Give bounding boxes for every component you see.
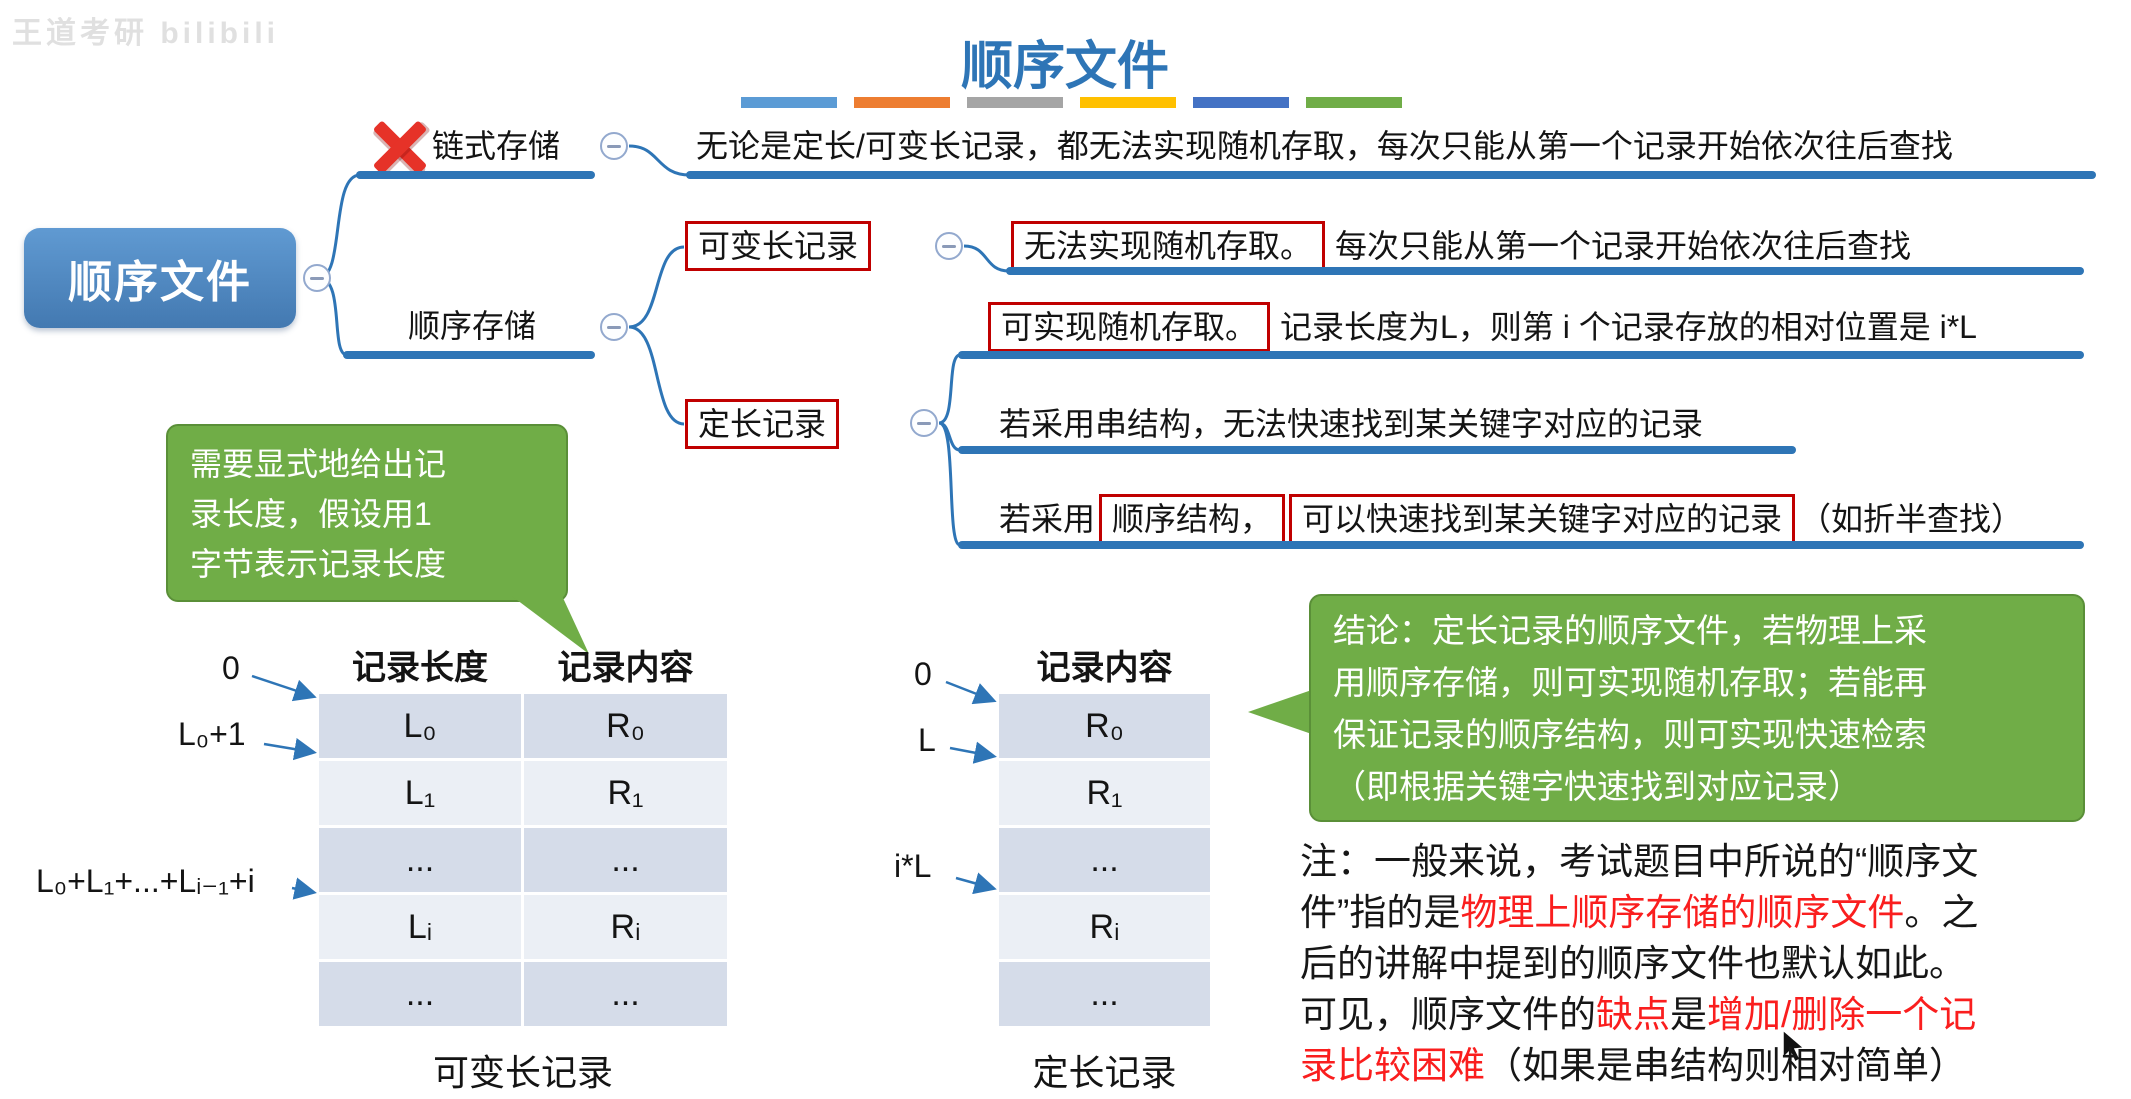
collapse-toggle-root[interactable]	[303, 264, 331, 292]
branch-line	[686, 171, 2096, 179]
node-sequential-storage[interactable]: 顺序存储	[408, 308, 537, 344]
highlight-random-access-ok: 可实现随机存取。	[988, 302, 1271, 352]
collapse-toggle-sequential[interactable]	[600, 313, 628, 341]
table-cell: ...	[524, 962, 727, 1026]
branch-line	[343, 351, 595, 359]
table-cell: ...	[319, 962, 521, 1026]
variable-length-table: L₀ R₀ L₁ R₁ ... ... Lᵢ Rᵢ ... ...	[319, 694, 727, 1026]
table-cell: R₀	[999, 694, 1210, 758]
fixed-random-access-line: 可实现随机存取。 记录长度为L，则第 i 个记录存放的相对位置是 i*L	[988, 302, 1977, 352]
fixed-seq-prefix: 若采用	[999, 501, 1096, 537]
table-fixed-caption: 定长记录	[1032, 1052, 1177, 1093]
table-cell: R₁	[524, 761, 727, 825]
table-cell: L₁	[319, 761, 521, 825]
offset-label: L	[918, 722, 936, 758]
legend-segment	[1193, 97, 1289, 108]
legend-segment	[1306, 97, 1402, 108]
callout-record-length-note: 需要显式地给出记 录长度，假设用1 字节表示记录长度	[166, 424, 568, 602]
legend-segment	[741, 97, 837, 108]
table-cell: ...	[319, 828, 521, 892]
fixed-seq-structure-line: 若采用 顺序结构， 可以快速找到某关键字对应的记录 （如折半查找）	[999, 494, 2023, 544]
note-line: 可见，顺序文件的缺点是增加/删除一个记	[1300, 994, 1977, 1035]
table-cell: ...	[999, 828, 1210, 892]
rejected-x-icon	[371, 118, 429, 176]
fixed-length-table: R₀ R₁ ... Rᵢ ...	[999, 694, 1210, 1026]
table-var-header-content: 记录内容	[557, 649, 694, 687]
table-cell: L₀	[319, 694, 521, 758]
branch-line	[356, 171, 595, 179]
callout-tail	[1248, 688, 1316, 736]
highlight-fast-search: 可以快速找到某关键字对应的记录	[1289, 494, 1796, 544]
callout-conclusion: 结论：定长记录的顺序文件，若物理上采 用顺序存储，则可实现随机存取；若能再 保证…	[1309, 594, 2085, 822]
legend-segment	[1080, 97, 1176, 108]
node-fixed-length-record[interactable]: 定长记录	[685, 399, 840, 449]
title-underline-bar	[741, 97, 1402, 108]
node-chain-storage[interactable]: 链式存储	[432, 128, 561, 164]
collapse-toggle-fixed[interactable]	[910, 409, 938, 437]
note-line: 注：一般来说，考试题目中所说的“顺序文	[1300, 841, 1979, 882]
exam-note: 注：一般来说，考试题目中所说的“顺序文 件”指的是物理上顺序存储的顺序文件。之 …	[1300, 836, 2110, 1091]
table-cell: R₀	[524, 694, 727, 758]
node-variable-length-record[interactable]: 可变长记录	[685, 221, 872, 271]
page-title: 顺序文件	[960, 38, 1169, 96]
offset-label: 0	[914, 656, 932, 692]
offset-label: L₀+L₁+...+Lᵢ₋₁+i	[36, 863, 255, 899]
branch-line	[1006, 267, 2084, 275]
note-line: 件”指的是物理上顺序存储的顺序文件。之	[1300, 892, 1979, 933]
table-var-caption: 可变长记录	[432, 1052, 613, 1093]
legend-segment	[854, 97, 950, 108]
root-node[interactable]: 顺序文件	[24, 228, 296, 328]
offset-label: 0	[222, 650, 240, 686]
legend-segment	[967, 97, 1063, 108]
fixed-seq-suffix: （如折半查找）	[1799, 501, 2024, 537]
fixed-random-access-text: 记录长度为L，则第 i 个记录存放的相对位置是 i*L	[1280, 309, 1977, 345]
table-cell: ...	[524, 828, 727, 892]
table-cell: R₁	[999, 761, 1210, 825]
branch-line	[958, 541, 2084, 549]
table-var-header-length: 记录长度	[352, 649, 488, 687]
variable-record-description: 无法实现随机存取。 每次只能从第一个记录开始依次往后查找	[1011, 221, 1911, 271]
table-cell: ...	[999, 962, 1210, 1026]
highlight-seq-structure: 顺序结构，	[1099, 494, 1286, 544]
note-line: 录比较困难（如果是串结构则相对简单）	[1300, 1045, 1966, 1086]
branch-line	[958, 446, 1796, 454]
fixed-string-structure-text: 若采用串结构，无法快速找到某关键字对应的记录	[999, 406, 1704, 442]
collapse-toggle-variable[interactable]	[935, 232, 963, 260]
chain-storage-description: 无论是定长/可变长记录，都无法实现随机存取，每次只能从第一个记录开始依次往后查找	[696, 128, 1953, 164]
offset-label: L₀+1	[178, 716, 246, 752]
watermark: 王道考研 bilibili	[12, 17, 279, 50]
note-line: 后的讲解中提到的顺序文件也默认如此。	[1300, 943, 1966, 984]
table-fixed-header-content: 记录内容	[1036, 649, 1173, 687]
collapse-toggle-chain[interactable]	[600, 132, 628, 160]
offset-label: i*L	[894, 848, 932, 884]
table-cell: Rᵢ	[999, 895, 1210, 959]
table-cell: Rᵢ	[524, 895, 727, 959]
highlight-no-random-access: 无法实现随机存取。	[1011, 221, 1326, 271]
branch-line	[958, 351, 2084, 359]
variable-record-description-text: 每次只能从第一个记录开始依次往后查找	[1335, 228, 1912, 264]
table-cell: Lᵢ	[319, 895, 521, 959]
